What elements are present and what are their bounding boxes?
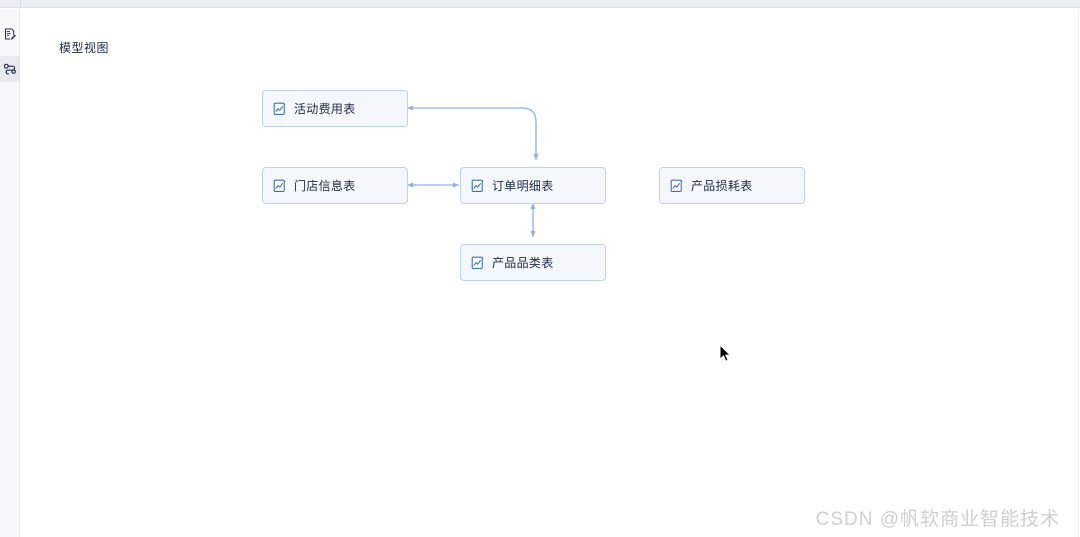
node-label: 门店信息表 xyxy=(294,179,356,193)
model-canvas[interactable]: 模型视图 xyxy=(21,9,1079,537)
left-rail xyxy=(0,9,20,537)
node-store-info[interactable]: 门店信息表 xyxy=(262,167,408,204)
table-chart-icon xyxy=(273,102,287,116)
table-chart-icon xyxy=(471,179,485,193)
rail-item-edit-model[interactable] xyxy=(0,21,19,47)
node-label: 产品品类表 xyxy=(492,256,554,270)
node-label: 活动费用表 xyxy=(294,102,356,116)
window-topbar xyxy=(0,0,1080,8)
node-activity-expense[interactable]: 活动费用表 xyxy=(262,90,408,127)
csdn-watermark: CSDN @帆软商业智能技术 xyxy=(815,509,1060,530)
node-label: 订单明细表 xyxy=(492,179,554,193)
node-order-detail[interactable]: 订单明细表 xyxy=(460,167,606,204)
table-chart-icon xyxy=(471,256,485,270)
connector-activity-to-order xyxy=(407,105,539,160)
table-chart-icon xyxy=(670,179,684,193)
node-product-category[interactable]: 产品品类表 xyxy=(460,244,606,281)
node-label: 产品损耗表 xyxy=(691,179,753,193)
relation-link-icon xyxy=(3,62,17,76)
rail-item-relation-view[interactable] xyxy=(0,56,19,82)
node-product-loss[interactable]: 产品损耗表 xyxy=(659,167,805,204)
table-chart-icon xyxy=(273,179,287,193)
topbar-divider xyxy=(20,0,21,8)
document-pencil-icon xyxy=(3,27,17,41)
page-title: 模型视图 xyxy=(59,41,110,55)
